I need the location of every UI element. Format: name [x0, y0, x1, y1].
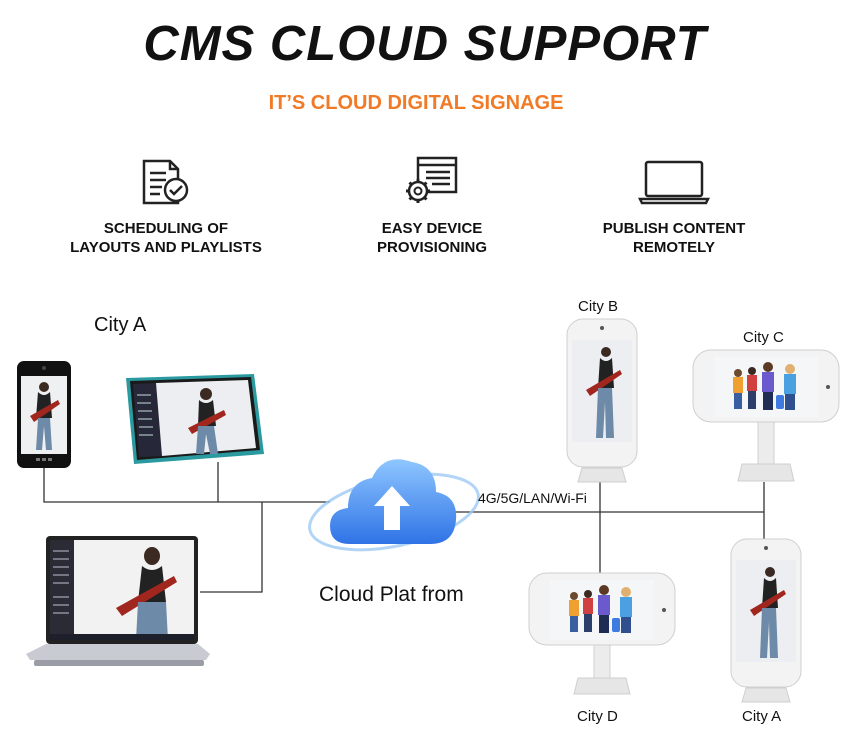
feature-scheduling-line1: SCHEDULING OF: [103, 220, 229, 237]
cloud-platform-label: Cloud Plat from: [319, 583, 464, 606]
feature-provisioning-line2: PROVISIONING: [376, 239, 488, 256]
network-type-label: 4G/5G/LAN/Wi-Fi: [478, 490, 587, 506]
smartphone-device: [16, 360, 72, 470]
kiosk-city-c: [692, 349, 840, 483]
feature-provisioning-label: EASY DEVICE PROVISIONING: [302, 219, 562, 257]
kiosk-city-b-label: City B: [578, 298, 619, 315]
feature-publish-line2: REMOTELY: [633, 239, 715, 256]
feature-provisioning-line1: EASY DEVICE: [381, 220, 483, 237]
laptop-device: [24, 536, 210, 678]
feature-publish-label: PUBLISH CONTENT REMOTELY: [544, 219, 804, 257]
left-group-city-label: City A: [94, 314, 147, 336]
device-settings-icon: [404, 155, 460, 207]
feature-publish-line1: PUBLISH CONTENT: [602, 220, 746, 237]
kiosk-city-b: [566, 318, 638, 484]
page-subtitle: IT’S CLOUD DIGITAL SIGNAGE: [268, 92, 564, 114]
feature-scheduling-line2: LAYOUTS AND PLAYLISTS: [70, 239, 262, 256]
tablet-device: [120, 372, 266, 468]
kiosk-city-c-label: City C: [743, 329, 784, 346]
feature-scheduling-label: SCHEDULING OF LAYOUTS AND PLAYLISTS: [36, 219, 296, 257]
page-title: CMS CLOUD SUPPORT: [143, 17, 707, 71]
kiosk-city-d: [528, 572, 676, 706]
kiosk-city-a-label: City A: [742, 708, 782, 725]
kiosk-city-d-label: City D: [577, 708, 618, 725]
kiosk-city-a: [730, 538, 802, 704]
cloud-platform-icon: [304, 440, 484, 580]
schedule-document-icon: [140, 157, 192, 207]
laptop-icon: [638, 159, 710, 205]
